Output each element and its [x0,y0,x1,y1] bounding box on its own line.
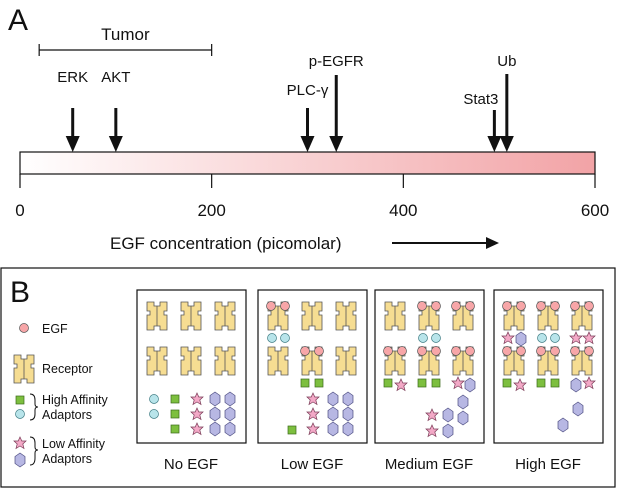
marker-ub: Ub [497,53,516,152]
legend-high-affinity-line1: High Affinity [42,393,109,407]
marker-akt: AKT [101,69,130,152]
egf-gradient-bar [19,151,596,175]
axis-ticks: 0 200 400 600 [15,174,609,220]
legend-receptor-label: Receptor [42,362,93,376]
panel-b-frame [0,267,616,488]
marker-label: Ub [497,53,516,70]
marker-erk: ERK [57,69,88,152]
condition-medium-egf [374,289,485,444]
tick-label: 200 [197,201,225,220]
tick-label: 0 [15,201,24,220]
tumor-label: Tumor [101,25,150,44]
egf-legend-icon [19,323,29,333]
hex-adaptor-legend-icon [14,452,26,468]
panel-a-letter: A [8,4,28,37]
marker-stat3: Stat3 [463,91,502,152]
condition-label-low-egf: Low EGF [281,456,344,473]
marker-label: ERK [57,69,88,86]
marker-label: Stat3 [463,91,498,108]
condition-no-egf [136,289,247,444]
panel-b-letter: B [10,276,30,309]
condition-label-high-egf: High EGF [515,456,581,473]
legend-low-affinity-line1: Low Affinity [42,437,106,451]
legend-low-affinity-line2: Adaptors [42,452,92,466]
pathway-markers: ERK AKT PLC-γ p-EGFR Stat3 Ub [57,53,516,152]
star-adaptor-legend-icon [13,436,27,449]
legend: EGF Receptor High Affinity Adaptors Low … [13,322,109,468]
marker-label: p-EGFR [309,53,364,70]
axis-title: EGF concentration (picomolar) [110,234,341,253]
tumor-range-bracket [38,44,213,56]
marker-plc-: PLC-γ [287,82,329,152]
cyan-adaptor-legend-icon [15,409,25,419]
receptor-legend-icon [13,354,35,384]
marker-p-egfr: p-EGFR [309,53,364,152]
marker-label: AKT [101,69,130,86]
condition-high-egf [493,289,604,444]
tick-label: 400 [389,201,417,220]
legend-egf-label: EGF [42,322,68,336]
condition-low-egf [257,289,368,444]
green-adaptor-legend-icon [15,395,25,405]
tick-label: 600 [581,201,609,220]
increasing-arrow [392,237,499,249]
marker-label: PLC-γ [287,82,329,99]
condition-label-medium-egf: Medium EGF [385,456,473,473]
condition-label-no-egf: No EGF [164,456,218,473]
legend-high-affinity-line2: Adaptors [42,408,92,422]
